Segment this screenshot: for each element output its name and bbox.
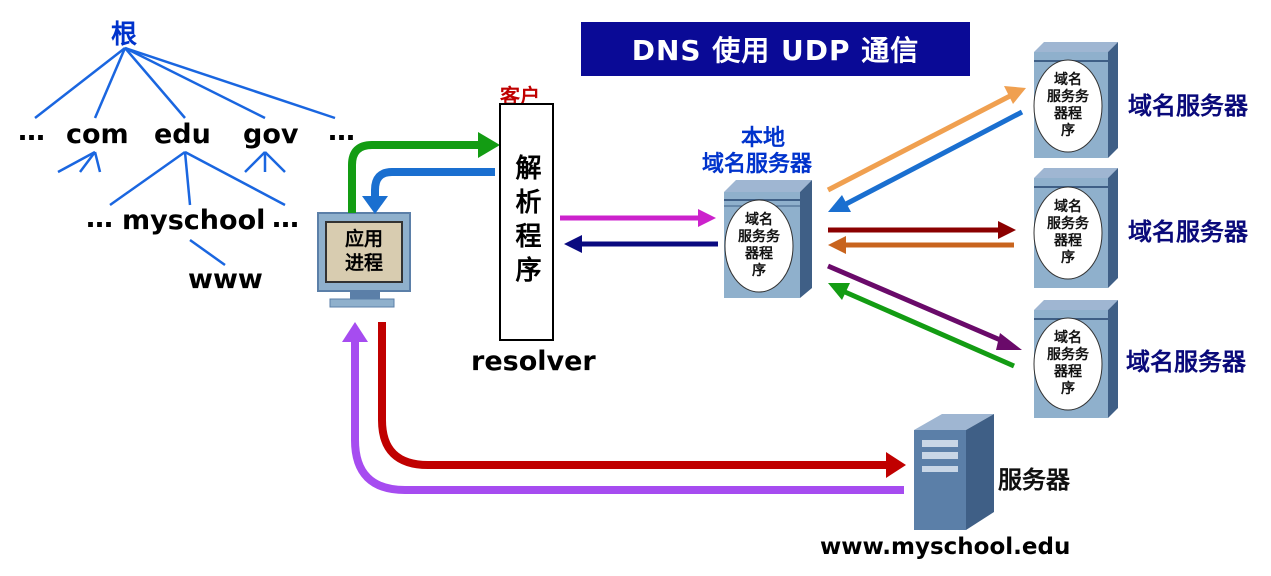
tree-ellipsis-right: … <box>328 116 355 147</box>
remote-dns-server-3 <box>1033 300 1118 418</box>
local-to-remote1-arrow <box>826 93 1012 193</box>
tree-ellipsis-mid-left: … <box>86 203 113 234</box>
resolver-caption: resolver <box>471 346 596 377</box>
tree-node-com: com <box>66 119 129 150</box>
remote-dns-3-label: 域名服务器 <box>1126 348 1246 376</box>
app-to-resolver-arrow <box>348 141 480 213</box>
app-process-label: 应用 进程 <box>344 228 383 274</box>
application-computer <box>317 212 411 308</box>
remote-dns-3-program-label: 域名 服务务 器程 序 <box>1047 330 1089 397</box>
server-label: 服务器 <box>998 466 1070 494</box>
diagram-title: DNS 使用 UDP 通信 <box>581 22 970 76</box>
resolver-to-app-arrow <box>371 168 495 200</box>
tree-ellipsis-mid-right: … <box>272 203 299 234</box>
tree-root-label: 根 <box>111 20 138 50</box>
tree-ellipsis-left: … <box>18 116 45 147</box>
tree-node-gov: gov <box>243 119 299 150</box>
remote1-to-local-arrow <box>844 109 1024 207</box>
app-to-server-arrow <box>378 322 890 469</box>
remote-dns-server-2 <box>1033 168 1118 288</box>
tree-node-myschool: myschool <box>122 205 266 236</box>
web-server <box>914 414 994 530</box>
tree-node-edu: edu <box>154 119 211 150</box>
local-dns-label-line2: 域名服务器 <box>702 152 813 177</box>
domain-tree-lines <box>34 46 336 267</box>
remote-dns-2-label: 域名服务器 <box>1128 218 1248 246</box>
remote-dns-2-program-label: 域名 服务务 器程 序 <box>1047 199 1089 266</box>
tree-node-www: www <box>188 264 263 295</box>
resolver-box: 解析程序 <box>499 103 554 341</box>
server-to-app-arrow <box>351 340 904 494</box>
resolver-box-label: 解析程序 <box>511 154 541 290</box>
server-host-label: www.myschool.edu <box>820 534 1071 560</box>
remote-dns-server-1 <box>1033 42 1118 158</box>
local-dns-label-line1: 本地 <box>740 126 785 151</box>
remote3-to-local-arrow <box>843 289 1016 369</box>
local-dns-program-label: 域名 服务务 器程 序 <box>738 212 780 279</box>
remote-dns-1-program-label: 域名 服务务 器程 序 <box>1047 72 1089 139</box>
local-dns-server <box>724 180 812 298</box>
local-to-remote3-arrow <box>827 263 1006 345</box>
remote-dns-1-label: 域名服务器 <box>1128 92 1248 120</box>
